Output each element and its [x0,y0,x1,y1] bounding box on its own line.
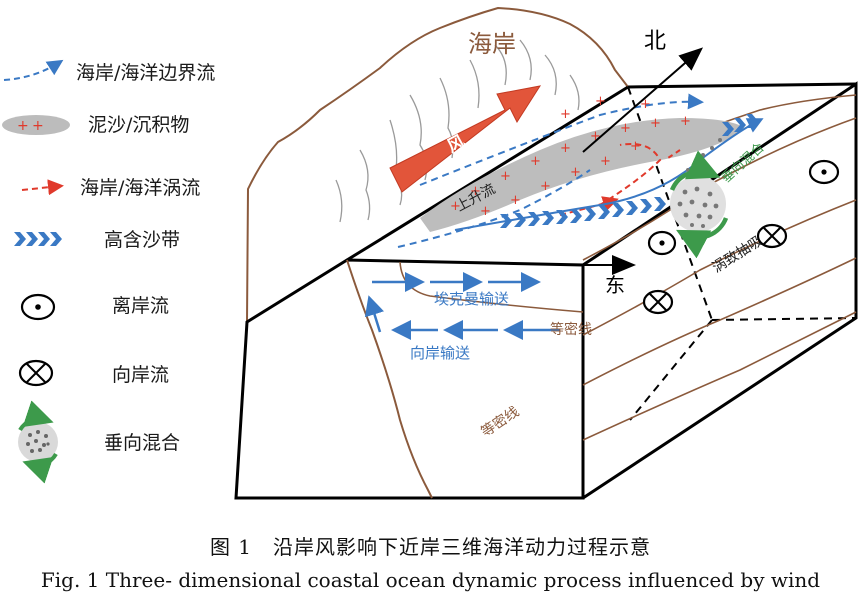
svg-text:+: + [480,204,491,219]
mixing-cluster [669,138,729,259]
legend: 海岸/海洋边界流 + + 泥沙/沉积物 海岸/海洋涡流 高含沙带 [2,59,215,484]
offshore-marker-1 [808,159,840,185]
chevron-belt-icon [14,232,62,246]
caption-english: Fig. 1 Three- dimensional coastal ocean … [40,568,821,592]
wind-arrow: 风 [389,85,542,193]
vertical-mixing-label: 垂向混合 [718,139,767,186]
ekman-label: 埃克曼输送 [434,290,509,308]
svg-text:+: + [540,179,551,194]
dashed-red-arrow-icon [21,179,64,196]
onshore-transport-label: 向岸输送 [410,344,470,362]
north-label: 北 [644,29,666,54]
circle-dot-icon [20,293,56,321]
legend-sediment: + + 泥沙/沉积物 [2,114,189,136]
legend-sand-belt: 高含沙带 [14,229,180,251]
dashed-blue-arrow-icon [3,59,64,81]
svg-text:+: + [620,121,631,136]
legend-onshore: 向岸流 [18,359,169,387]
ocean-block: 海岸 + + + + + + + + + [234,6,858,500]
svg-text:+: + [32,118,44,134]
svg-text:+: + [650,116,661,131]
east-label: 东 [605,273,625,297]
eddy-pumping-label: 涡致抽吸 [710,233,766,276]
legend-label-boundary-current: 海岸/海洋边界流 [76,62,215,84]
front-face [234,258,585,500]
svg-text:+: + [560,107,571,122]
legend-label-offshore: 离岸流 [112,295,169,317]
svg-text:+: + [510,193,521,208]
isopycnal-label-1: 等密线 [550,321,592,338]
caption-chinese: 图 1 沿岸风影响下近岸三维海洋动力过程示意 [209,535,652,559]
svg-text:+: + [630,139,641,154]
boundary-current-top [419,93,704,186]
ekman-transport-arrows [364,272,541,333]
svg-text:+: + [470,184,481,199]
svg-text:+: + [560,141,571,156]
legend-label-sand-belt: 高含沙带 [104,229,180,251]
svg-text:+: + [640,97,651,112]
boundary-current-bottom [397,169,591,248]
legend-offshore: 离岸流 [20,293,169,321]
svg-text:+: + [17,118,29,134]
legend-label-eddy: 海岸/海洋涡流 [80,177,200,199]
north-axis [582,47,704,153]
sediment-icon [2,115,70,135]
coast-label: 海岸 [468,30,516,58]
svg-text:+: + [600,154,611,169]
circle-cross-icon [18,359,54,387]
offshore-marker-2 [647,230,677,256]
svg-text:+: + [680,114,691,129]
legend-boundary-current: 海岸/海洋边界流 [3,59,215,84]
onshore-marker-1 [756,223,788,249]
svg-text:+: + [590,129,601,144]
legend-mixing: 垂向混合 [18,400,180,484]
legend-label-mixing: 垂向混合 [104,432,180,454]
legend-eddy: 海岸/海洋涡流 [21,177,200,199]
svg-text:+: + [595,94,606,109]
legend-label-onshore: 向岸流 [112,364,169,386]
onshore-marker-2 [642,289,674,315]
sediment-band [420,118,745,232]
coast-profile [346,259,433,499]
vertical-mixing-icon [18,400,58,484]
svg-text:+: + [500,169,511,184]
svg-text:+: + [450,199,461,214]
legend-label-sediment: 泥沙/沉积物 [88,114,189,136]
svg-text:+: + [570,165,581,180]
svg-text:+: + [530,154,541,169]
